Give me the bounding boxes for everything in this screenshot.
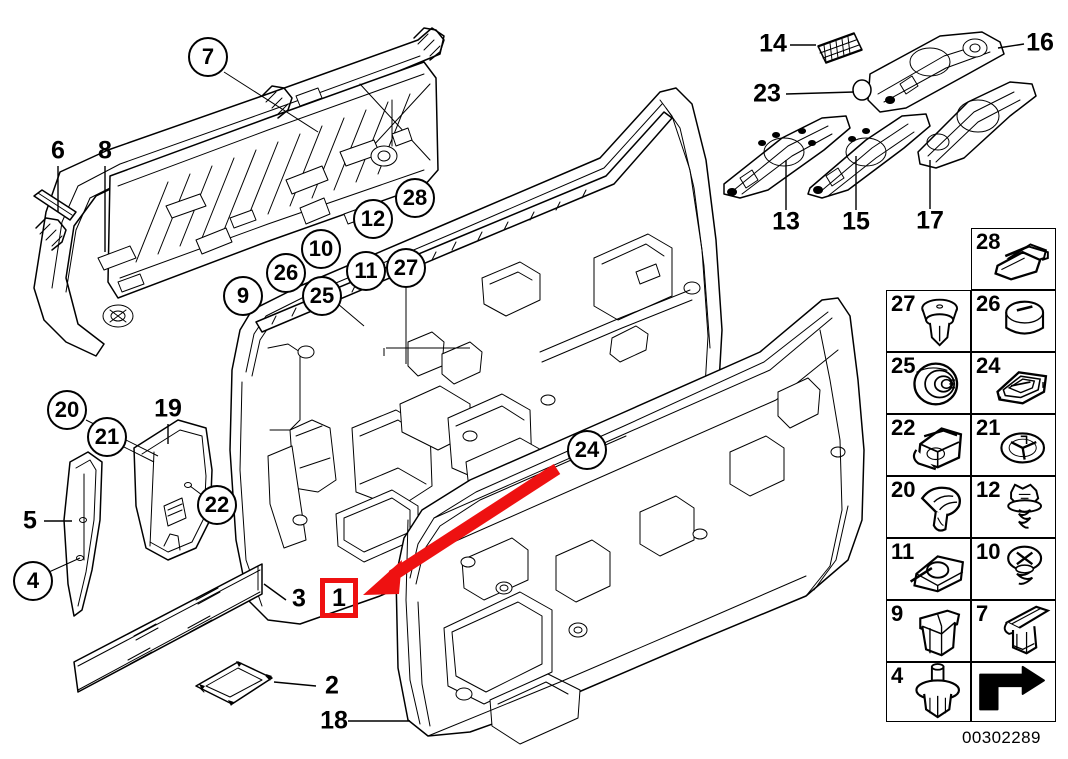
tailgate-metal-shell-panel [395, 297, 865, 745]
parts-grid-cell-20[interactable]: 20 [886, 476, 971, 538]
callout-11[interactable]: 11 [346, 251, 386, 291]
upper-rear-window-frame-part [33, 27, 445, 357]
parts-grid-cell-4[interactable]: 4 [886, 662, 971, 722]
pan-head-screw-icon [1007, 545, 1043, 585]
label-18: 18 [320, 706, 348, 735]
label-8: 8 [98, 136, 112, 165]
parts-grid-number-26: 26 [976, 291, 1001, 316]
parts-grid-cell-22[interactable]: 22 [886, 414, 971, 476]
leader-lines [44, 71, 470, 722]
parts-grid-cell-21[interactable]: 21 [971, 414, 1056, 476]
label-15: 15 [842, 207, 870, 236]
upper-right-trim-strips [723, 31, 1037, 210]
parts-grid-cell-10[interactable]: 10 [971, 538, 1056, 600]
part-14-coil-spring [817, 32, 863, 64]
callout-7[interactable]: 7 [188, 37, 228, 77]
parts-grid-cell-27[interactable]: 27 [886, 290, 971, 352]
parts-legend-grid: 28 27 26 [886, 228, 1056, 722]
spring-clamp-clip-icon [912, 427, 963, 471]
label-5: 5 [23, 506, 37, 535]
label-19: 19 [154, 394, 182, 423]
round-cap-plug-icon [1005, 300, 1045, 335]
expanding-disc-rivet-icon [1000, 432, 1046, 464]
parts-grid-cell-9[interactable]: 9 [886, 600, 971, 662]
pin-rivet-icon [915, 663, 961, 719]
parts-grid-number-12: 12 [976, 477, 1001, 502]
parts-grid-number-4: 4 [891, 663, 904, 688]
parts-grid-number-28: 28 [976, 229, 1001, 254]
part-16-trim-strip [867, 31, 1005, 113]
label-17: 17 [916, 206, 944, 235]
lower-left-panels [73, 563, 273, 706]
highlight-box-item-1[interactable]: 1 [320, 578, 358, 618]
label-13: 13 [772, 207, 800, 236]
parts-grid-cell-24[interactable]: 24 [971, 352, 1056, 414]
parts-grid-number-11: 11 [891, 539, 915, 564]
drawing-number-caption: 00302289 [962, 728, 1041, 747]
parts-grid-number-22: 22 [891, 415, 916, 440]
grommet-washer-icon [913, 362, 959, 406]
label-23: 23 [753, 79, 781, 108]
callout-21[interactable]: 21 [87, 417, 127, 457]
parts-grid-number-21: 21 [976, 415, 1001, 440]
label-14: 14 [759, 29, 787, 58]
parts-grid-number-27: 27 [891, 291, 916, 316]
parts-grid-number-7: 7 [976, 601, 989, 626]
parts-grid-number-25: 25 [891, 353, 916, 378]
callout-26[interactable]: 26 [266, 253, 306, 293]
parts-grid-cell-25[interactable]: 25 [886, 352, 971, 414]
callout-25[interactable]: 25 [302, 276, 342, 316]
trim-clip-lever-icon [1003, 605, 1051, 655]
label-6: 6 [51, 136, 65, 165]
callout-10[interactable]: 10 [301, 229, 341, 269]
callout-28[interactable]: 28 [395, 178, 435, 218]
callout-24[interactable]: 24 [567, 430, 607, 470]
label-2: 2 [325, 671, 339, 700]
parts-grid-number-10: 10 [976, 539, 1001, 564]
parts-grid-number-20: 20 [891, 477, 916, 502]
parts-grid-cell-7[interactable]: 7 [971, 600, 1056, 662]
knob-handle-icon [920, 486, 961, 532]
flange-screw-icon [1007, 483, 1043, 529]
label-16: 16 [1026, 28, 1054, 57]
part-13-trim-strip [723, 115, 851, 199]
callout-9[interactable]: 9 [223, 276, 263, 316]
parts-grid-cell-direction-arrow[interactable] [971, 662, 1056, 722]
plate-nut-clip-icon [909, 555, 965, 593]
push-rivet-mushroom-icon [921, 298, 959, 347]
callout-20[interactable]: 20 [47, 390, 87, 430]
expansion-nut-icon [919, 609, 961, 657]
parts-grid-cell-28[interactable]: 28 [971, 228, 1056, 290]
callout-22[interactable]: 22 [197, 485, 237, 525]
parts-grid-cell-11[interactable]: 11 [886, 538, 971, 600]
callout-27[interactable]: 27 [386, 248, 426, 288]
left-side-trim-parts [63, 419, 213, 617]
parts-grid-cell-26[interactable]: 26 [971, 290, 1056, 352]
direction-arrow-icon [979, 665, 1045, 711]
clip-flat-bracket-icon [994, 243, 1049, 281]
callout-12[interactable]: 12 [353, 199, 393, 239]
parts-grid-cell-12[interactable]: 12 [971, 476, 1056, 538]
parts-grid-number-9: 9 [891, 601, 904, 626]
part-23-round-plug [852, 79, 872, 101]
part-8-lower-seal [35, 217, 67, 251]
rectangular-cover-icon [996, 371, 1048, 405]
label-3: 3 [292, 584, 306, 613]
parts-grid-number-24: 24 [976, 353, 1001, 378]
part-15-trim-strip [807, 113, 931, 199]
part-17-trim-strip [917, 81, 1037, 169]
callout-4[interactable]: 4 [13, 561, 53, 601]
